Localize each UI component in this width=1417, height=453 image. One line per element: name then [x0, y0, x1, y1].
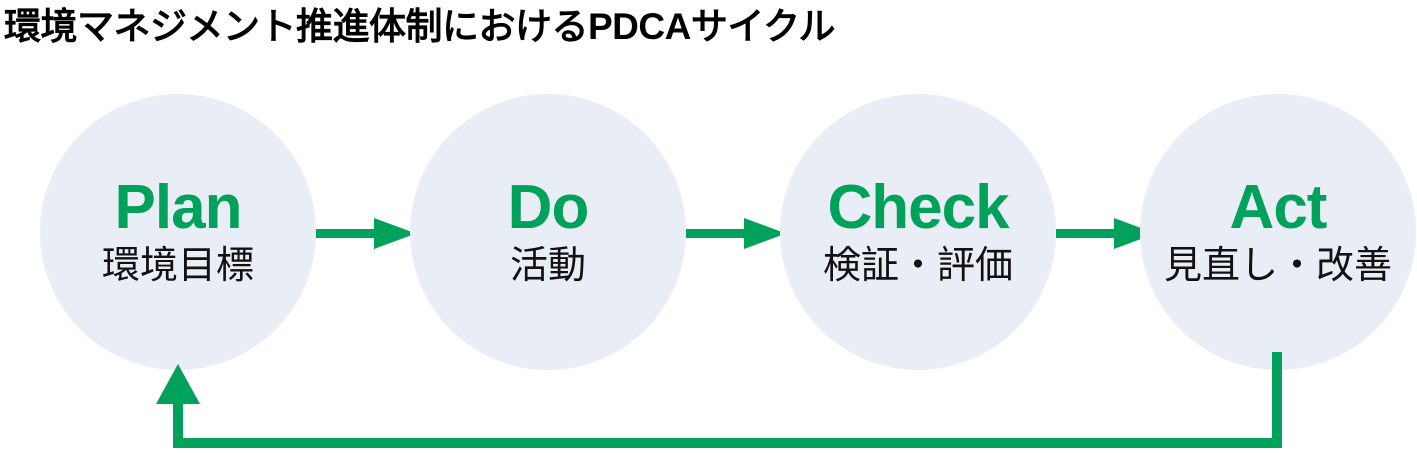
arrow-plan-to-do: [316, 216, 416, 250]
cycle-node-check-title: Check: [827, 173, 1009, 242]
cycle-node-act-subtitle: 見直し・改善: [1163, 245, 1392, 287]
cycle-node-plan-title: Plan: [114, 173, 243, 242]
cycle-node-do-subtitle: 活動: [509, 245, 586, 287]
cycle-node-plan[interactable]: Plan 環境目標: [40, 94, 316, 370]
cycle-node-check-content: Check 検証・評価: [740, 175, 1096, 289]
cycle-node-plan-content: Plan 環境目標: [0, 175, 356, 289]
cycle-node-act-title: Act: [1229, 173, 1328, 242]
cycle-node-act[interactable]: Act 見直し・改善: [1140, 94, 1416, 370]
cycle-node-act-content: Act 見直し・改善: [1100, 175, 1417, 289]
cycle-node-check[interactable]: Check 検証・評価: [780, 94, 1056, 370]
cycle-node-do-title: Do: [507, 173, 590, 242]
cycle-node-plan-subtitle: 環境目標: [101, 245, 254, 287]
arrow-check-to-act: [1056, 216, 1156, 250]
arrow-do-to-check: [686, 216, 786, 250]
cycle-node-do[interactable]: Do 活動: [410, 94, 686, 370]
page-title: 環境マネジメント推進体制におけるPDCAサイクル: [4, 6, 836, 47]
cycle-node-do-content: Do 活動: [370, 175, 726, 289]
cycle-node-check-subtitle: 検証・評価: [822, 245, 1013, 287]
